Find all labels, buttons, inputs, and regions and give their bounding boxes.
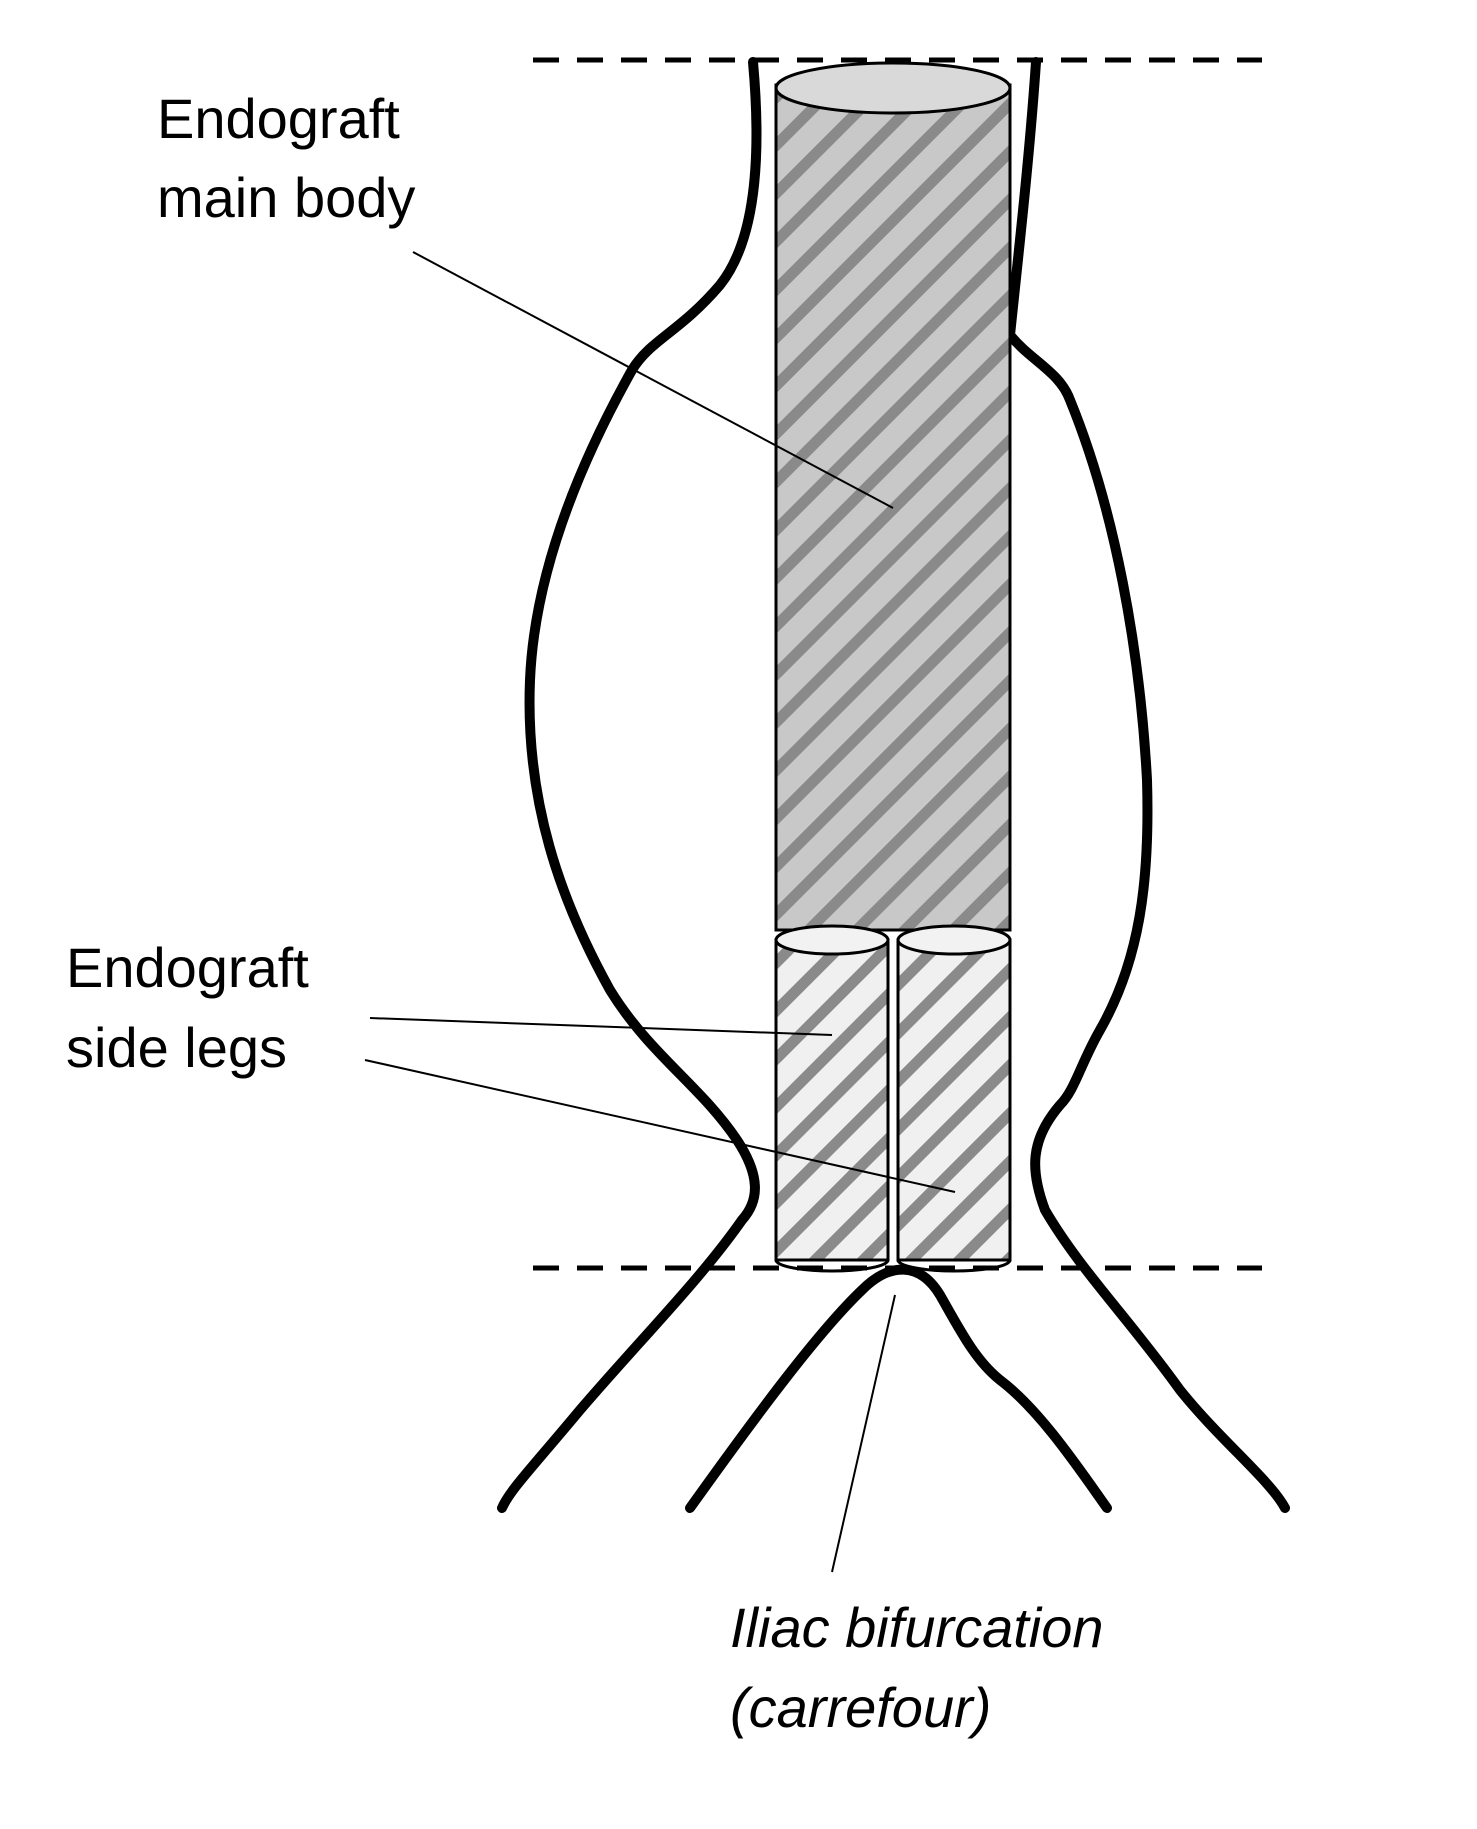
aorta-right-wall — [1005, 57, 1290, 1513]
side-legs-label-line2: side legs — [66, 1016, 287, 1079]
side-leg-right-shape — [896, 938, 1012, 1262]
side-legs-leader-right — [364, 1059, 956, 1193]
main-body-label-line2: main body — [157, 166, 415, 229]
bifurcation-leader — [831, 1294, 896, 1573]
bifurcation-label-line2: (carrefour) — [730, 1676, 991, 1739]
side-leg-right-bottom — [896, 1259, 1012, 1273]
side-leg-left-bottom — [774, 1259, 890, 1273]
side-leg-left-top-cap — [774, 924, 890, 956]
main-body-leader — [412, 251, 894, 509]
aorta-left-wall — [497, 57, 762, 1513]
iliac-inner-walls — [685, 1264, 1112, 1513]
main-body-label-line1: Endograft — [157, 87, 400, 150]
side-leg-left-shape — [774, 938, 890, 1262]
bifurcation-label-line1: Iliac bifurcation — [730, 1596, 1104, 1659]
main-body-top-cap — [774, 61, 1012, 115]
side-leg-right-top-cap — [896, 924, 1012, 956]
side-legs-leader-left — [369, 1017, 833, 1036]
side-legs-label-line1: Endograft — [66, 936, 309, 999]
